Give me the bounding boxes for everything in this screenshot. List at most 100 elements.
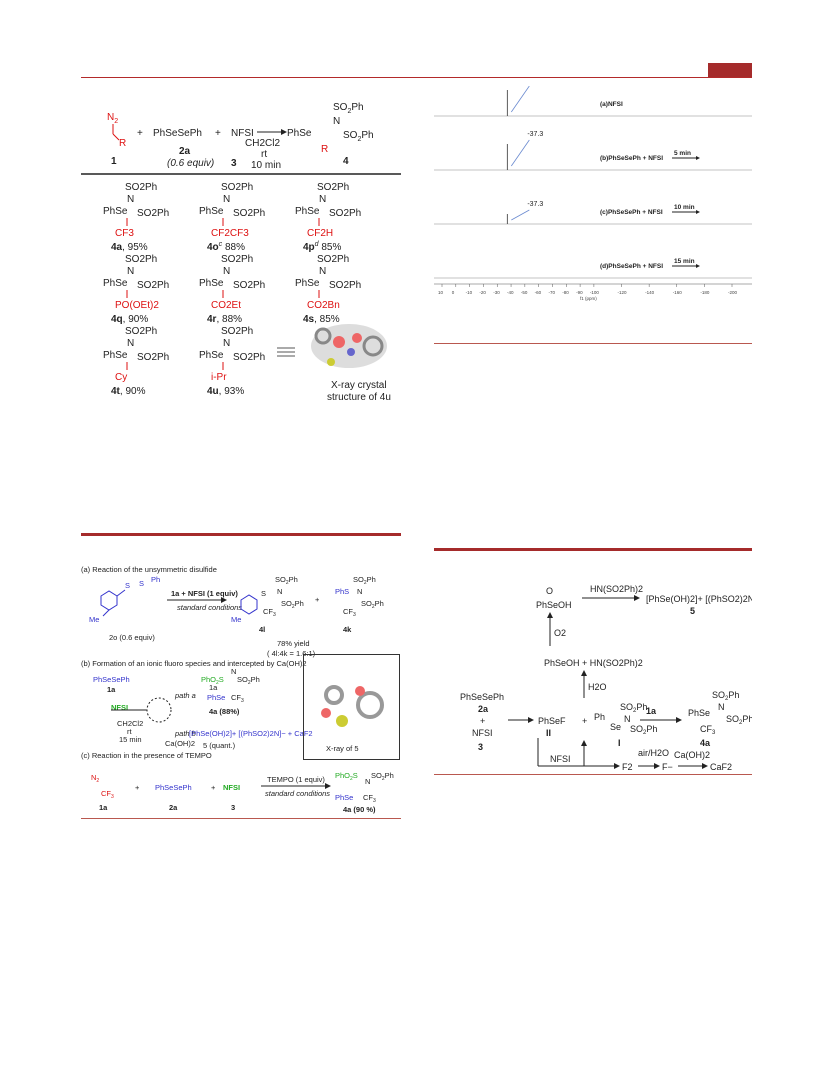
ratio-a: ( 4l:4k = 1.6:1) — [267, 649, 316, 658]
nmr-peak-label: -37.3 — [527, 131, 543, 138]
mech-label-5: 5 — [690, 606, 695, 616]
cond-solvent: CH2Cl2 — [245, 138, 280, 149]
b-path-a: path a — [174, 691, 196, 700]
b-temp: rt — [127, 727, 132, 736]
n2-label: N2 — [107, 112, 118, 125]
mech-plus: + — [480, 716, 485, 726]
svg-text:PhSe: PhSe — [103, 206, 128, 217]
b-nfsi: NFSI — [111, 703, 128, 712]
svg-text:SO2Ph: SO2Ph — [233, 352, 265, 363]
svg-text:N: N — [277, 587, 282, 596]
svg-text:Ph: Ph — [594, 712, 605, 722]
svg-text:SO2Ph: SO2Ph — [137, 352, 169, 363]
xray-caption-2: structure of 4u — [327, 392, 391, 403]
mech-3: 3 — [478, 742, 483, 752]
svg-text:N: N — [223, 338, 230, 349]
nmr-axis-label: f1 (ppm) — [580, 296, 597, 301]
xray-5-box: X-ray of 5 — [303, 654, 400, 760]
yield-label: 4oc 88% — [207, 241, 245, 253]
nmr-trace-label: (a)NFSI — [600, 101, 623, 108]
svg-text:N: N — [231, 667, 236, 676]
mech-phseoh-top: PhSeOH — [536, 600, 572, 610]
svg-text:PhS: PhS — [335, 587, 349, 596]
scheme-substrate-scope: N2 R 1 + PhSeSePh + NFSI 2a (0.6 equiv) … — [81, 102, 401, 403]
mech-f2: F2 — [622, 762, 633, 772]
svg-text:CF3: CF3 — [231, 693, 244, 704]
svg-text:SO2Ph: SO2Ph — [221, 254, 253, 265]
svg-text:PhSe: PhSe — [199, 206, 224, 217]
section-a-title: (a) Reaction of the unsymmetric disulfid… — [81, 565, 217, 574]
cond-time: 10 min — [251, 160, 281, 171]
mechanism-scheme: O PhSeOH HN(SO2Ph)2 [PhSe(OH)2]+ [(PhSO2… — [460, 584, 752, 772]
nmr-time-label: 15 min — [674, 258, 695, 265]
substituent: CF2CF3 — [211, 228, 249, 239]
b-1a-top: 1a — [209, 683, 218, 692]
svg-text:PhSeSePh: PhSeSePh — [155, 783, 192, 792]
svg-text:SO2Ph: SO2Ph — [620, 702, 647, 714]
svg-text:NFSI: NFSI — [223, 783, 240, 792]
svg-text:PhSe: PhSe — [103, 278, 128, 289]
disulfide-2o — [100, 589, 126, 617]
svg-text:N: N — [357, 587, 362, 596]
scheme2-rule — [81, 818, 401, 819]
mech-2a: 2a — [478, 704, 489, 714]
svg-text:N: N — [365, 777, 370, 786]
plus: + — [137, 128, 143, 139]
svg-text:N2: N2 — [91, 773, 99, 784]
svg-text:+: + — [315, 595, 320, 604]
svg-text:PhSe: PhSe — [199, 278, 224, 289]
nmr-tick: -40 — [507, 290, 514, 295]
c-3: 3 — [231, 803, 235, 812]
svg-text:CF3: CF3 — [700, 724, 716, 736]
nmr-tick: -90 — [576, 290, 583, 295]
prod-r: R — [321, 144, 328, 155]
svg-text:PhSe: PhSe — [207, 693, 225, 702]
svg-text:CF3: CF3 — [263, 607, 276, 618]
svg-text:PhSe: PhSe — [335, 793, 353, 802]
nmr-tick: 10 — [438, 290, 444, 295]
svg-text:SO2Ph: SO2Ph — [237, 675, 260, 686]
svg-text:PhSe: PhSe — [688, 708, 710, 718]
mech-o2: O2 — [554, 628, 566, 638]
mech-I: I — [618, 738, 621, 748]
section-b-title: (b) Formation of an ionic fluoro species… — [81, 659, 307, 668]
mech-product-5: [PhSe(OH)2]+ [(PhSO2)2N]− — [646, 594, 752, 604]
prod-so2ph-top: SO2Ph — [333, 102, 364, 115]
nmr-time-label: 5 min — [674, 150, 691, 157]
svg-text:Ph: Ph — [151, 575, 160, 584]
svg-text:Se: Se — [610, 722, 621, 732]
yield-label: 4r, 88% — [207, 314, 242, 325]
prod-n: N — [333, 116, 340, 127]
b-1a: 1a — [107, 685, 116, 694]
mech-hn-top: HN(SO2Ph)2 — [590, 584, 643, 594]
mech-mid-species: PhSeOH + HN(SO2Ph)2 — [544, 658, 643, 668]
prod-phse: PhSe — [287, 128, 312, 139]
b-quant: 5 (quant.) — [203, 741, 236, 750]
mech-II: II — [546, 728, 551, 738]
b-prod-a: 4a (88%) — [209, 707, 240, 716]
cond-temp: rt — [261, 149, 267, 160]
xray-5-label: X-ray of 5 — [326, 744, 359, 753]
svg-text:N: N — [223, 194, 230, 205]
nmr-tick: -100 — [590, 290, 600, 295]
mech-caf2: CaF2 — [710, 762, 732, 772]
scheme2-bar — [81, 533, 401, 536]
svg-text:SO2Ph: SO2Ph — [125, 254, 157, 265]
cond-c: TEMPO (1 equiv) — [267, 775, 325, 784]
nmr-tick: -70 — [548, 290, 555, 295]
label-2a: 2a — [179, 146, 191, 157]
nmr-tick: -180 — [700, 290, 710, 295]
b-path-b: path b — [174, 729, 196, 738]
svg-text:PhO2S: PhO2S — [335, 771, 358, 782]
nmr-tick: -30 — [493, 290, 500, 295]
svg-text:CF3: CF3 — [343, 607, 356, 618]
equals-sign — [277, 347, 295, 357]
nmr-rule — [434, 343, 752, 344]
svg-text:+: + — [135, 783, 140, 792]
svg-text:SO2Ph: SO2Ph — [317, 182, 349, 193]
svg-text:+: + — [582, 716, 587, 726]
mech-phseoh-oxide: O — [546, 586, 553, 596]
